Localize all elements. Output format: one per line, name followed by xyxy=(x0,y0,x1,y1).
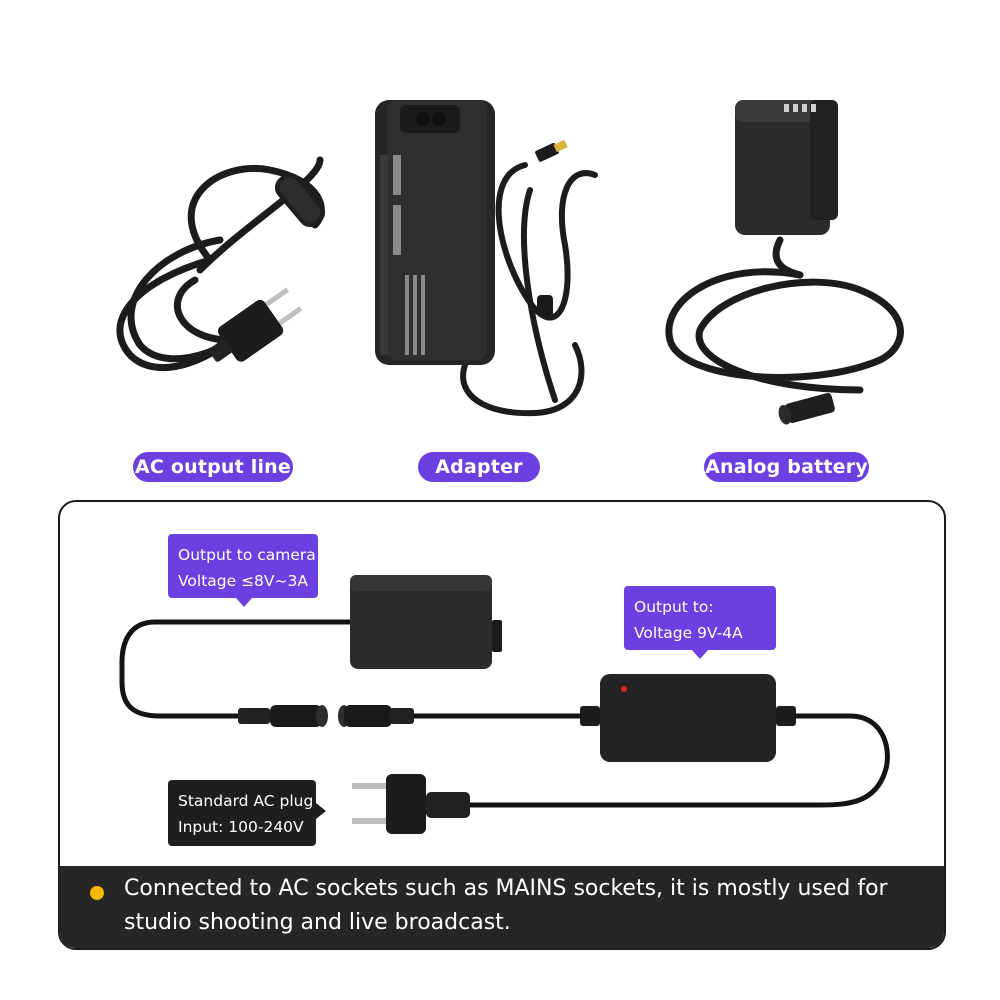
figure8-connector xyxy=(274,172,326,228)
camera-output-callout: Output to camera Voltage ≤8V~3A xyxy=(168,534,318,598)
ac-output-line-label: AC output line xyxy=(133,452,293,482)
analog-battery-label: Analog battery xyxy=(704,452,869,482)
adapter-output-line1: Output to: xyxy=(634,598,714,616)
connection-diagram-panel: Output to camera Voltage ≤8V~3A Output t… xyxy=(58,500,946,950)
camera-output-line1: Output to camera xyxy=(178,546,316,564)
adapter-output-line2: Voltage 9V-4A xyxy=(634,624,743,642)
ac-plug xyxy=(208,287,303,362)
analog-battery-image xyxy=(665,100,904,425)
ac-plug-line2: Input: 100-240V xyxy=(178,818,304,836)
power-indicator xyxy=(621,686,627,692)
camera-output-line2: Voltage ≤8V~3A xyxy=(178,572,308,590)
bullet-icon xyxy=(90,886,104,900)
ac-plug-callout: Standard AC plug Input: 100-240V xyxy=(168,780,316,846)
battery-device xyxy=(350,575,502,669)
adapter-image xyxy=(375,100,598,417)
adapter-output-callout: Output to: Voltage 9V-4A xyxy=(624,586,776,650)
camera-callout-pointer xyxy=(236,598,252,607)
connection-diagram xyxy=(119,575,890,834)
adapter-callout-pointer xyxy=(692,650,708,659)
footer-note: Connected to AC sockets such as MAINS so… xyxy=(60,866,944,948)
footer-text: Connected to AC sockets such as MAINS so… xyxy=(124,876,888,935)
ac-output-line-image xyxy=(116,156,326,371)
adapter-label: Adapter xyxy=(418,452,540,482)
adapter-device xyxy=(580,674,796,762)
dc-connector xyxy=(238,705,414,727)
ac-plug-device xyxy=(352,774,470,834)
ac-plug-callout-pointer xyxy=(316,803,326,819)
ac-plug-line1: Standard AC plug xyxy=(178,792,314,810)
